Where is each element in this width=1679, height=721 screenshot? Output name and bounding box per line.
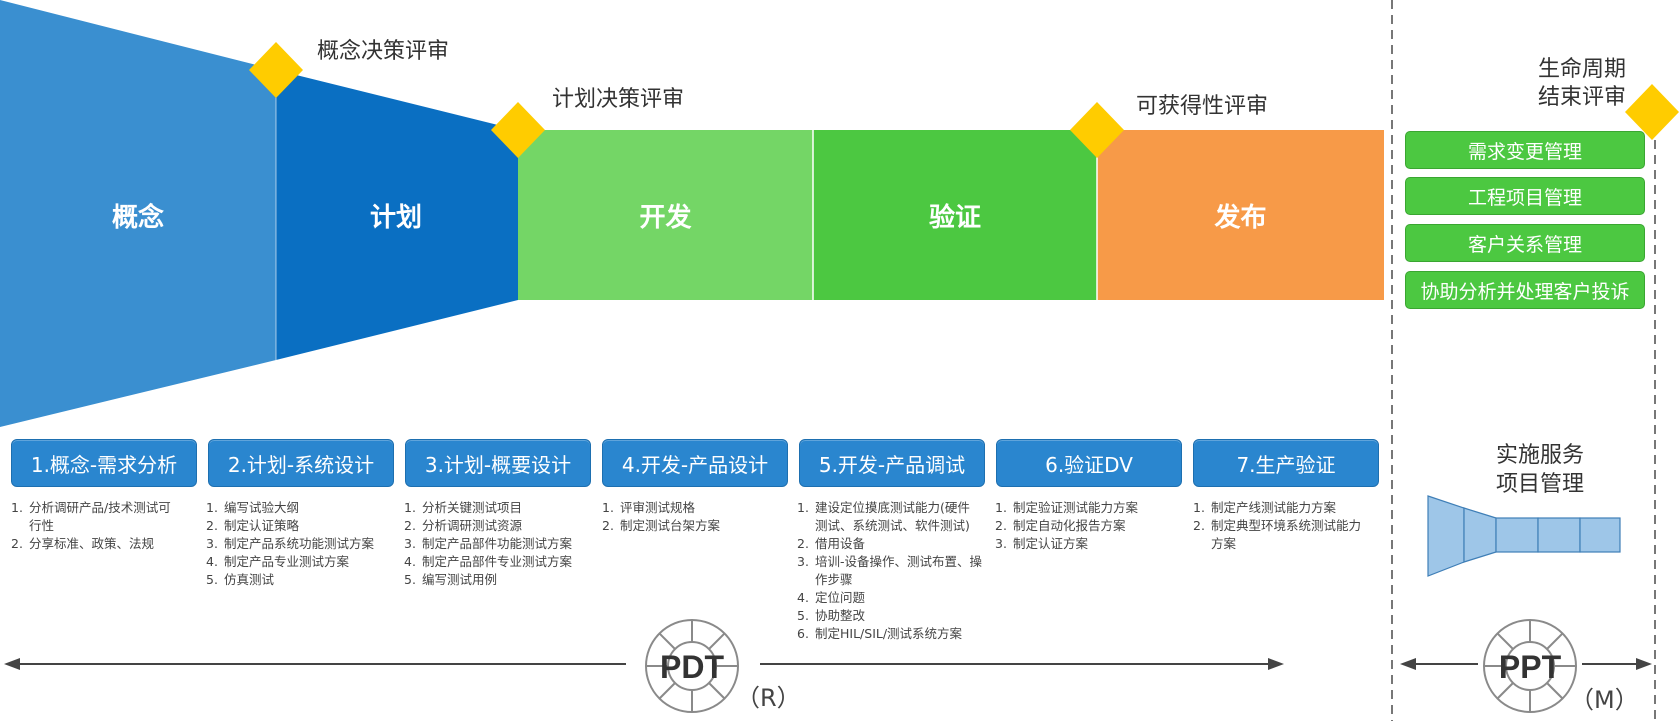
pdt-wheel-icon (645, 619, 739, 713)
stage-box-5: 5.开发-产品调试 (799, 439, 985, 487)
task-item: 3.培训-设备操作、测试布置、操作步骤 (797, 554, 983, 587)
phase-release-label: 发布 (1214, 202, 1267, 233)
task-item: 3.制定产品系统功能测试方案 (206, 536, 375, 551)
eol-review-line1: 生命周期 (1538, 57, 1627, 82)
task-item: 2.分享标准、政策、法规 (11, 536, 155, 551)
phase-release-shape (1097, 130, 1384, 300)
task-item: 1.制定验证测试能力方案 (995, 500, 1139, 515)
implementation-funnel-icon (1427, 495, 1621, 577)
eol-review-diamond (1625, 84, 1679, 140)
stage-box-4: 4.开发-产品设计 (602, 439, 788, 487)
availability-review-label: 可获得性评审 (1136, 94, 1269, 119)
stage-7-tasks: 1.制定产线测试能力方案 2.制定典型环境系统测试能力方案 (1193, 499, 1373, 553)
plan-review-diamond (491, 102, 545, 158)
task-item: 2.制定认证策略 (206, 518, 300, 533)
stage-box-3: 3.计划-概要设计 (405, 439, 591, 487)
stage-box-1: 1.概念-需求分析 (11, 439, 197, 487)
service-complaint-handling: 协助分析并处理客户投诉 (1405, 271, 1645, 309)
stage-4-tasks: 1.评审测试规格 2.制定测试台架方案 (602, 499, 782, 535)
task-item: 4.定位问题 (797, 590, 866, 605)
phase-concept-shape (0, 0, 276, 427)
task-item: 2.制定测试台架方案 (602, 518, 721, 533)
ppt-arrow (1400, 658, 1652, 670)
concept-review-diamond (249, 42, 303, 98)
stage-2-tasks: 1.编写试验大纲 2.制定认证策略 3.制定产品系统功能测试方案 4.制定产品专… (206, 499, 396, 589)
service-engineering-project: 工程项目管理 (1405, 177, 1645, 215)
phase-verify-shape (813, 130, 1097, 300)
eol-review-line2: 结束评审 (1538, 85, 1627, 110)
task-item: 2.借用设备 (797, 536, 866, 551)
plan-review-label: 计划决策评审 (552, 87, 685, 112)
phase-plan-label: 计划 (369, 202, 422, 233)
pdt-suffix: （R） (736, 684, 801, 712)
task-item: 3.制定产品部件功能测试方案 (404, 536, 573, 551)
task-item: 5.协助整改 (797, 608, 866, 623)
task-item: 3.制定认证方案 (995, 536, 1089, 551)
task-item: 1.编写试验大纲 (206, 500, 300, 515)
phase-develop-label: 开发 (639, 202, 692, 233)
phase-plan-shape (276, 70, 518, 360)
stage-6-tasks: 1.制定验证测试能力方案 2.制定自动化报告方案 3.制定认证方案 (995, 499, 1180, 553)
task-item: 1.分析调研产品/技术测试可行性 (11, 500, 171, 533)
stage-3-tasks: 1.分析关键测试项目 2.分析调研测试资源 3.制定产品部件功能测试方案 4.制… (404, 499, 596, 589)
phase-concept-label: 概念 (111, 202, 164, 233)
service-customer-relation: 客户关系管理 (1405, 224, 1645, 262)
stage-box-2: 2.计划-系统设计 (208, 439, 394, 487)
task-item: 5.仿真测试 (206, 572, 275, 587)
implementation-line1: 实施服务 (1495, 443, 1584, 468)
pdt-arrow (4, 658, 1284, 670)
task-item: 5.编写测试用例 (404, 572, 498, 587)
stage-box-7: 7.生产验证 (1193, 439, 1379, 487)
service-requirement-change: 需求变更管理 (1405, 131, 1645, 169)
stage-5-tasks: 1.建设定位摸底测试能力(硬件测试、系统测试、软件测试) 2.借用设备 3.培训… (797, 499, 982, 643)
task-item: 1.建设定位摸底测试能力(硬件测试、系统测试、软件测试) (797, 500, 970, 533)
task-item: 6.制定HIL/SIL/测试系统方案 (797, 626, 963, 641)
implementation-line2: 项目管理 (1495, 472, 1584, 497)
task-item: 2.制定自动化报告方案 (995, 518, 1126, 533)
implementation-label: 实施服务 项目管理 (1440, 441, 1640, 499)
task-item: 1.制定产线测试能力方案 (1193, 500, 1337, 515)
eol-review-label: 生命周期 结束评审 (1538, 56, 1626, 112)
stage-1-tasks: 1.分析调研产品/技术测试可行性 2.分享标准、政策、法规 (11, 499, 183, 553)
task-item: 2.制定典型环境系统测试能力方案 (1193, 518, 1362, 551)
ppt-wheel-icon (1483, 619, 1577, 713)
ppt-suffix: （M） (1570, 686, 1639, 714)
phase-verify-label: 验证 (928, 202, 981, 233)
task-item: 4.制定产品部件专业测试方案 (404, 554, 573, 569)
task-item: 4.制定产品专业测试方案 (206, 554, 350, 569)
pdt-label: PDT (660, 649, 724, 685)
phase-develop-shape (518, 130, 813, 300)
task-item: 2.分析调研测试资源 (404, 518, 523, 533)
availability-review-diamond (1070, 102, 1124, 158)
task-item: 1.评审测试规格 (602, 500, 696, 515)
concept-review-label: 概念决策评审 (317, 39, 450, 64)
ppt-label: PPT (1499, 649, 1562, 685)
stage-box-6: 6.验证DV (996, 439, 1182, 487)
task-item: 1.分析关键测试项目 (404, 500, 523, 515)
